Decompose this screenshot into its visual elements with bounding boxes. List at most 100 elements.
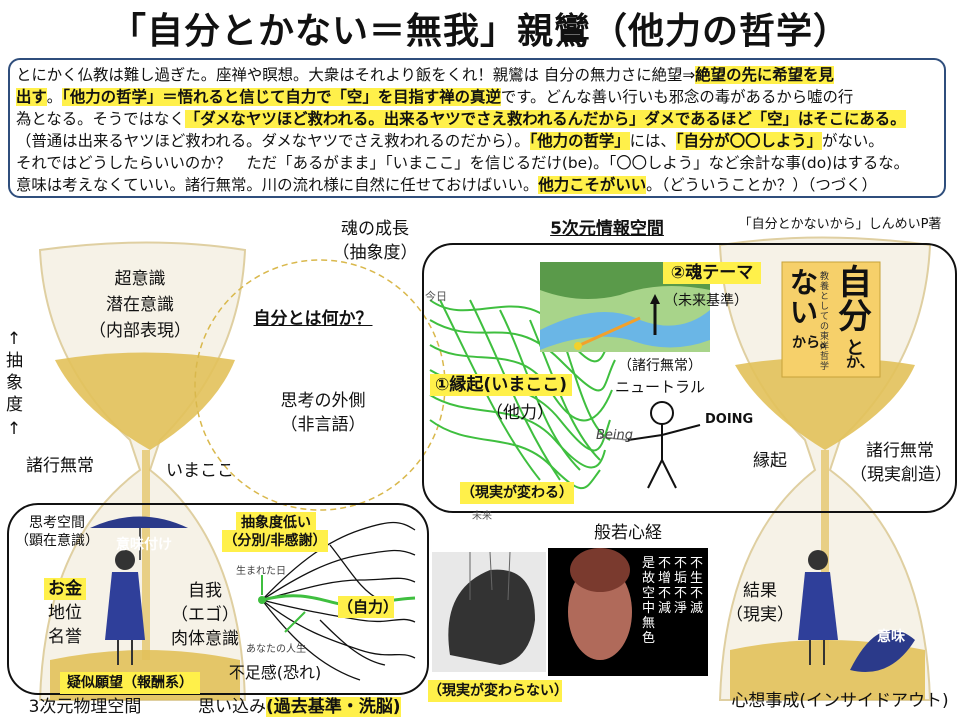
sutra-column: 不垢不淨	[674, 556, 688, 616]
intro-line4: （普通は出来るヤツほど救われる。ダメなヤツでさえ救われるのだから）。	[16, 132, 530, 150]
intro-line4-c: がない。	[822, 132, 884, 150]
your-life-label: あなたの人生	[246, 644, 306, 655]
neutral-label: ニュートラル	[614, 378, 705, 396]
future-label: 未来	[472, 511, 492, 522]
meaning-right-label: 意味	[877, 629, 905, 645]
life-marker	[284, 611, 306, 633]
being-label: Being	[596, 428, 634, 443]
book-subtitle: 教養としての東洋哲学	[820, 272, 830, 372]
engi-right-label: 縁起	[753, 451, 787, 471]
girl-umbrella-left-icon	[90, 516, 188, 665]
book-title-2: 分	[838, 297, 872, 337]
intro-line2-c: です。どんな善い行いも邪念の毒があるから嘘の行	[500, 88, 854, 106]
soul-theme-label: ②魂テーマ	[663, 262, 761, 284]
reality-unchanged-label: （現実が変わらない）	[428, 680, 568, 702]
belief-text: 思い込み	[198, 697, 266, 717]
belief-highlight: (過去基準・洗脳)	[266, 697, 401, 717]
intro-line3-highlight: 「ダメなヤツほど救われる。出来るヤツでさえ救われるんだから」ダメであるほど「空」…	[184, 110, 906, 128]
life-tree-paths	[261, 521, 416, 681]
being-line	[599, 436, 629, 441]
soul-growth-label: 魂の成長	[341, 219, 409, 239]
intro-text-box: とにかく仏教は難し過ぎた。座禅や瞑想。大衆はそれより飯をくれ！親鸞は 自分の無力…	[8, 58, 946, 198]
book-title-4: か、	[846, 355, 874, 371]
book-title-1: 自	[838, 263, 872, 303]
intro-line6-highlight: 他力こそがいい	[538, 176, 647, 194]
intro-line4-highlight-b: 「自分が〇〇しよう」	[675, 132, 823, 150]
engi-imakoko-label: ①縁起(いまここ)	[430, 374, 572, 396]
three-dim-label: 3次元物理空間	[28, 697, 142, 717]
nonverbal-label: （非言語）	[280, 415, 366, 435]
book-title-3: と	[846, 338, 864, 359]
intro-line6-b: 。（どういうことか？）（つづく）	[646, 176, 877, 194]
impermanence-left-label: 諸行無常	[26, 456, 94, 476]
five-dim-label: 5次元情報空間	[550, 219, 664, 239]
fame-label: 名誉	[48, 627, 82, 647]
sutra-column: 不生不滅	[690, 556, 704, 616]
what-is-self-label: 自分とは何か？	[253, 309, 373, 329]
internal-repr-label: （内部表現）	[89, 321, 191, 341]
born-day-label: 生まれた日	[236, 566, 286, 577]
intro-line3: 為となる。そうではなく	[16, 110, 185, 128]
status-label: 地位	[48, 603, 82, 623]
anxiety-label: 不足感(恐れ)	[228, 663, 322, 682]
abstraction-level-label: （抽象度）	[332, 243, 418, 263]
sutra-columns: 不生不滅不垢不淨不增不減是故空中無色	[638, 556, 704, 672]
axis-label: 抽象度	[6, 351, 23, 415]
reality-changes-label: （現実が変わる）	[460, 482, 574, 504]
axis-arrow-top: ↑	[6, 329, 22, 349]
reality-creation-label: （現実創造）	[850, 465, 952, 485]
book-title-6: から。	[792, 335, 834, 351]
puppet-head-icon	[432, 551, 546, 672]
tariki-label: （他力）	[486, 403, 554, 423]
doing-label: DOING	[705, 412, 754, 427]
thought-space-label: 思考空間	[29, 515, 85, 531]
arrow-head-icon	[650, 294, 660, 304]
pseudo-desire-label: 疑似願望（報酬系）	[60, 672, 200, 694]
intro-line2-highlight-a: 出す	[16, 88, 47, 106]
book-credit-label: 「自分とかないから」しんめいP著	[738, 217, 942, 232]
ego-paren-label: （エゴ）	[171, 605, 239, 625]
money-label: お金	[44, 578, 86, 600]
discrimination-label: （分別/非感謝）	[222, 530, 328, 552]
subconscious-label: 潜在意識	[106, 295, 174, 315]
intro-line2-b: 。	[46, 88, 63, 106]
book-cover-icon	[781, 261, 881, 378]
page-title: 「自分とかない＝無我」親鸞（他力の哲学）	[109, 11, 850, 52]
reality-label: （現実）	[726, 605, 794, 625]
heart-sutra-label: 般若心経	[594, 523, 662, 543]
impermanence-neutral-label: （諸行無常）	[618, 358, 702, 374]
super-conscious-label: 超意識	[114, 269, 166, 289]
intro-line2-highlight-b: 「他力の哲学」＝悟れると信じて自力で「空」を目指す禅の真逆	[62, 88, 501, 106]
sutra-column: 不增不減	[658, 556, 672, 616]
three-dim-box	[7, 503, 429, 695]
girl-umbrella-right-icon	[798, 550, 915, 672]
belief-label: 思い込み(過去基準・洗脳)	[198, 696, 408, 718]
body-conscious-label: 肉体意識	[171, 629, 239, 649]
today-label: 今日	[425, 290, 447, 303]
sutra-column: 是故空中無色	[642, 556, 656, 646]
stick-figure-icon	[627, 401, 701, 489]
meaning-giving-label: 意味付け	[116, 537, 172, 553]
imakoko-label: いまここ	[166, 461, 234, 481]
intro-line6: 意味は考えなくていい。諸行無常。川の流れ様に自然に任せておけばいい。	[16, 176, 539, 194]
result-label: 結果	[743, 581, 777, 601]
intro-line1: とにかく仏教は難し過ぎた。座禅や瞑想。大衆はそれより飯をくれ！親鸞は 自分の無力…	[16, 66, 696, 84]
manifest-conscious-label: （顕在意識）	[15, 533, 99, 549]
intro-line1-highlight: 絶望の先に希望を見	[695, 66, 834, 84]
outside-thought-label: 思考の外側	[280, 391, 366, 411]
ego-label: 自我	[188, 581, 222, 601]
buddha-icon	[548, 548, 708, 676]
future-standard-label: （未来基準）	[664, 293, 748, 309]
impermanence-right-label: 諸行無常	[866, 441, 934, 461]
inside-out-label: 心想事成(インサイドアウト)	[731, 691, 949, 711]
book-title-5: ない	[790, 266, 819, 329]
five-dim-box	[422, 243, 957, 513]
low-abstraction-label: 抽象度低い	[236, 512, 316, 534]
intro-line5: それではどうしたらいいのか？ ただ「あるがまま」「いまここ」を信じるだけ(be)…	[16, 154, 910, 172]
jiriki-label: （自力）	[338, 596, 399, 618]
intro-line4-highlight-a: 「他力の哲学」	[529, 132, 630, 150]
axis-arrow-bottom: ↑	[6, 419, 22, 439]
intro-line4-b: には、	[629, 132, 676, 150]
start-point-icon	[258, 596, 266, 604]
